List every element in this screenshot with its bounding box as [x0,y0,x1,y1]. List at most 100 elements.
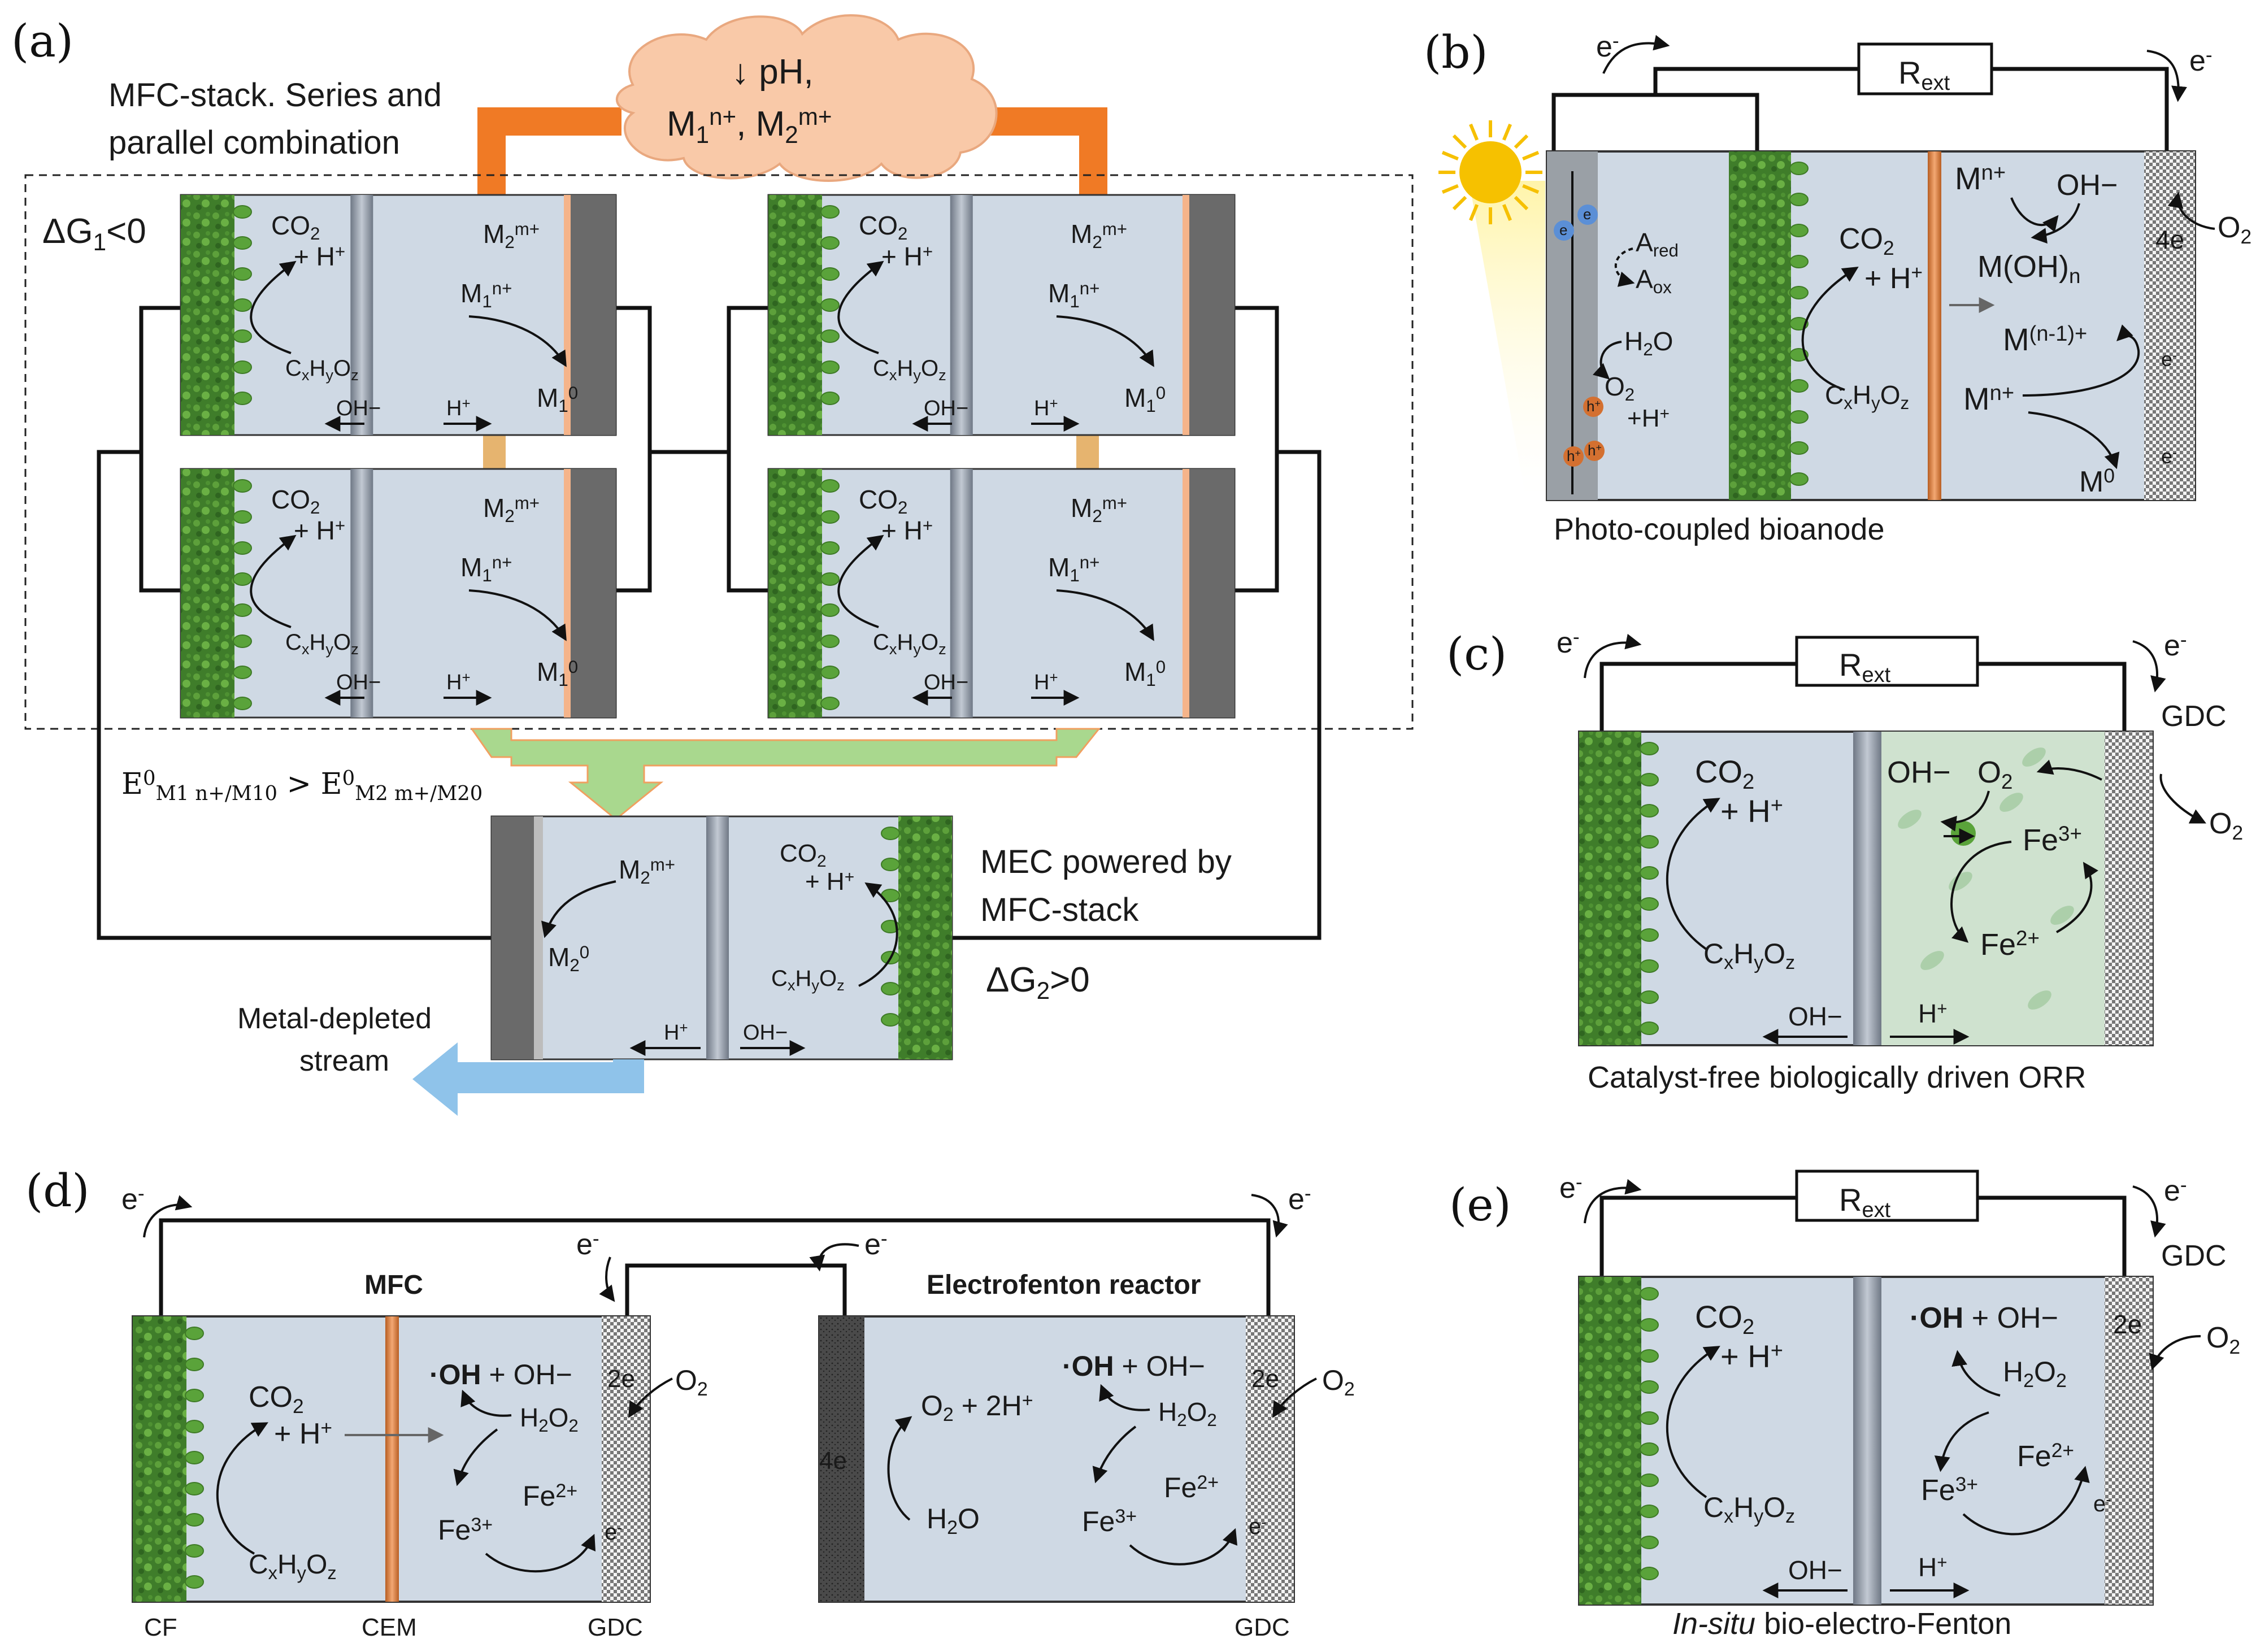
m1-metal: M10 [537,383,578,416]
co2: CO2 [1695,754,1754,794]
reduction-arrow [468,315,567,367]
oxygen-arrow [1272,1377,1317,1418]
sun-ray [1469,204,1479,221]
ferrous: Fe2+ [1980,927,2040,962]
four-electron: 4e [2155,225,2184,254]
oxidation-arrow [837,534,884,628]
orr-arrow [2036,759,2102,781]
microbe [1640,804,1659,818]
electron-left: e- [1596,30,1619,63]
microbe [1640,835,1659,849]
m2-ion: M2m+ [483,219,540,252]
co2: CO2 [1839,223,1894,259]
water-oxidation-arrow [887,1416,912,1521]
co2: CO2 [859,211,907,244]
cathode [1189,195,1235,435]
hole-dot [1584,441,1605,461]
microbe [1640,1021,1659,1035]
cem-label: CEM [362,1614,417,1641]
electron-label: e- [1249,1513,1266,1539]
microbe [233,329,252,343]
rext-label: Rext [1898,55,1950,95]
rext-box [1795,636,1979,687]
caption-b: Photo-coupled bioanode [1554,512,1884,546]
rext-box [1857,42,1993,95]
ferric: Fe3+ [2023,822,2082,857]
electron-right: e- [2164,629,2187,662]
iron-cycle-arrow [2056,862,2099,933]
sun-ray [1441,184,1459,194]
two-electron: 2e [2113,1310,2142,1339]
microbe [233,572,252,586]
microbe [1640,773,1659,786]
oxygen: O2 [675,1364,708,1400]
ferric: Fe3+ [1082,1506,1137,1537]
h-ion: H+ [446,396,471,420]
panel-letter-b: (b) [1424,26,1488,79]
oxygen-right: O2 [2209,807,2243,844]
microbe [820,298,840,312]
metal-deposit: M0 [2079,465,2115,498]
electron-dot [1577,205,1598,225]
caption-c: Catalyst-free biologically driven ORR [1588,1060,2086,1094]
water-oxidation-products: O2 + 2H+ [921,1390,1033,1425]
iron-regen-arrow [1129,1528,1237,1566]
gdc-label: GDC [1235,1614,1290,1641]
microbe [881,858,900,871]
cloud-ph: ↓ pH, [732,53,814,92]
ferric: Fe3+ [438,1514,493,1546]
microbe [2022,747,2046,767]
metal-ion-2: Mn+ [1963,381,2014,416]
oxygen-right: O2 [2218,211,2251,248]
microbe [1640,959,1659,973]
cloud [615,14,998,182]
iron-regen-arrow [485,1533,596,1573]
microbe [820,479,840,493]
electron-flow-arrow [809,1243,859,1272]
panel-letter-d: (d) [25,1164,90,1217]
substrate: CxHyOz [249,1550,337,1583]
sun-ray [1502,204,1512,221]
electron-flow-arrow [1584,1179,1642,1224]
tube [483,435,506,469]
electron-label: e- [605,1519,622,1545]
hole-dot [1583,397,1603,417]
sun-ray [1522,151,1540,161]
hydroxyl-radical: ·OH + OH− [1910,1302,2058,1334]
reactor-anode [819,1316,864,1602]
cathode-layer [564,469,571,718]
microbe [1789,286,1809,299]
membrane [706,816,729,1059]
hydroxide-arrow [2010,197,2059,233]
electron-label: e- [2161,347,2177,371]
electron-flow-arrow [2146,50,2187,102]
ferrous: Fe2+ [523,1480,577,1512]
hydroxide: OH− [1887,755,1951,789]
electron-flow-arrow [599,1257,615,1302]
m2-ion: M2m+ [1071,493,1127,526]
light-beam [1469,181,1545,497]
cloud-metals: M1n+, M2m+ [667,103,832,147]
co2: CO2 [859,485,907,518]
iron-oxidizer [1951,821,1976,846]
electron-left: e- [1557,626,1580,659]
electron-flow-arrow [1251,1194,1288,1238]
oh-ion: OH− [924,671,968,694]
stack-title: MFC-stack. Series and [108,77,442,114]
reduction-arrow [2028,411,2120,469]
substrate: CxHyOz [771,966,845,994]
blue-outflow-arrow [412,1042,644,1116]
substrate: CxHyOz [873,356,946,384]
microbe [881,1013,900,1027]
microbe [820,541,840,555]
panel-letter-a: (a) [11,15,73,67]
peroxide: H2O2 [2003,1356,2067,1392]
microbe [1789,224,1809,237]
wire-right-par [1235,306,1279,593]
wire [1977,662,2127,732]
microbe [1640,1473,1659,1487]
tube [1076,435,1099,469]
